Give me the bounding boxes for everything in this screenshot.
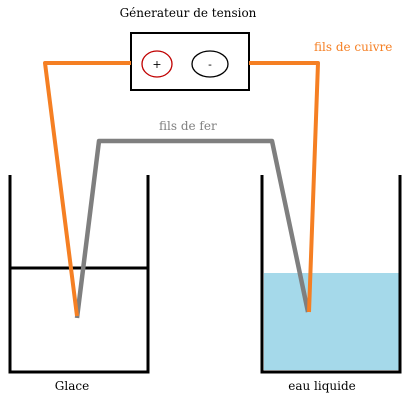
voltage-generator-box bbox=[130, 32, 250, 91]
minus-terminal-circle bbox=[191, 50, 229, 78]
generator-title: Génerateur de tension bbox=[120, 6, 257, 20]
plus-terminal-label: + bbox=[152, 58, 161, 71]
iron-wire bbox=[74, 138, 311, 319]
copper-wire-right bbox=[249, 61, 320, 313]
liquid-water-fill bbox=[264, 273, 399, 370]
left-container-ice bbox=[8, 175, 150, 374]
ice-container-label: Glace bbox=[55, 379, 89, 393]
iron-wire-label: fils de fer bbox=[159, 119, 217, 133]
copper-wire-left bbox=[43, 61, 131, 317]
copper-wire-label: fils de cuivre bbox=[314, 40, 392, 54]
plus-terminal-circle bbox=[141, 50, 173, 78]
water-container-label: eau liquide bbox=[288, 379, 356, 393]
minus-terminal-label: - bbox=[208, 58, 212, 71]
right-container-water bbox=[260, 175, 402, 374]
